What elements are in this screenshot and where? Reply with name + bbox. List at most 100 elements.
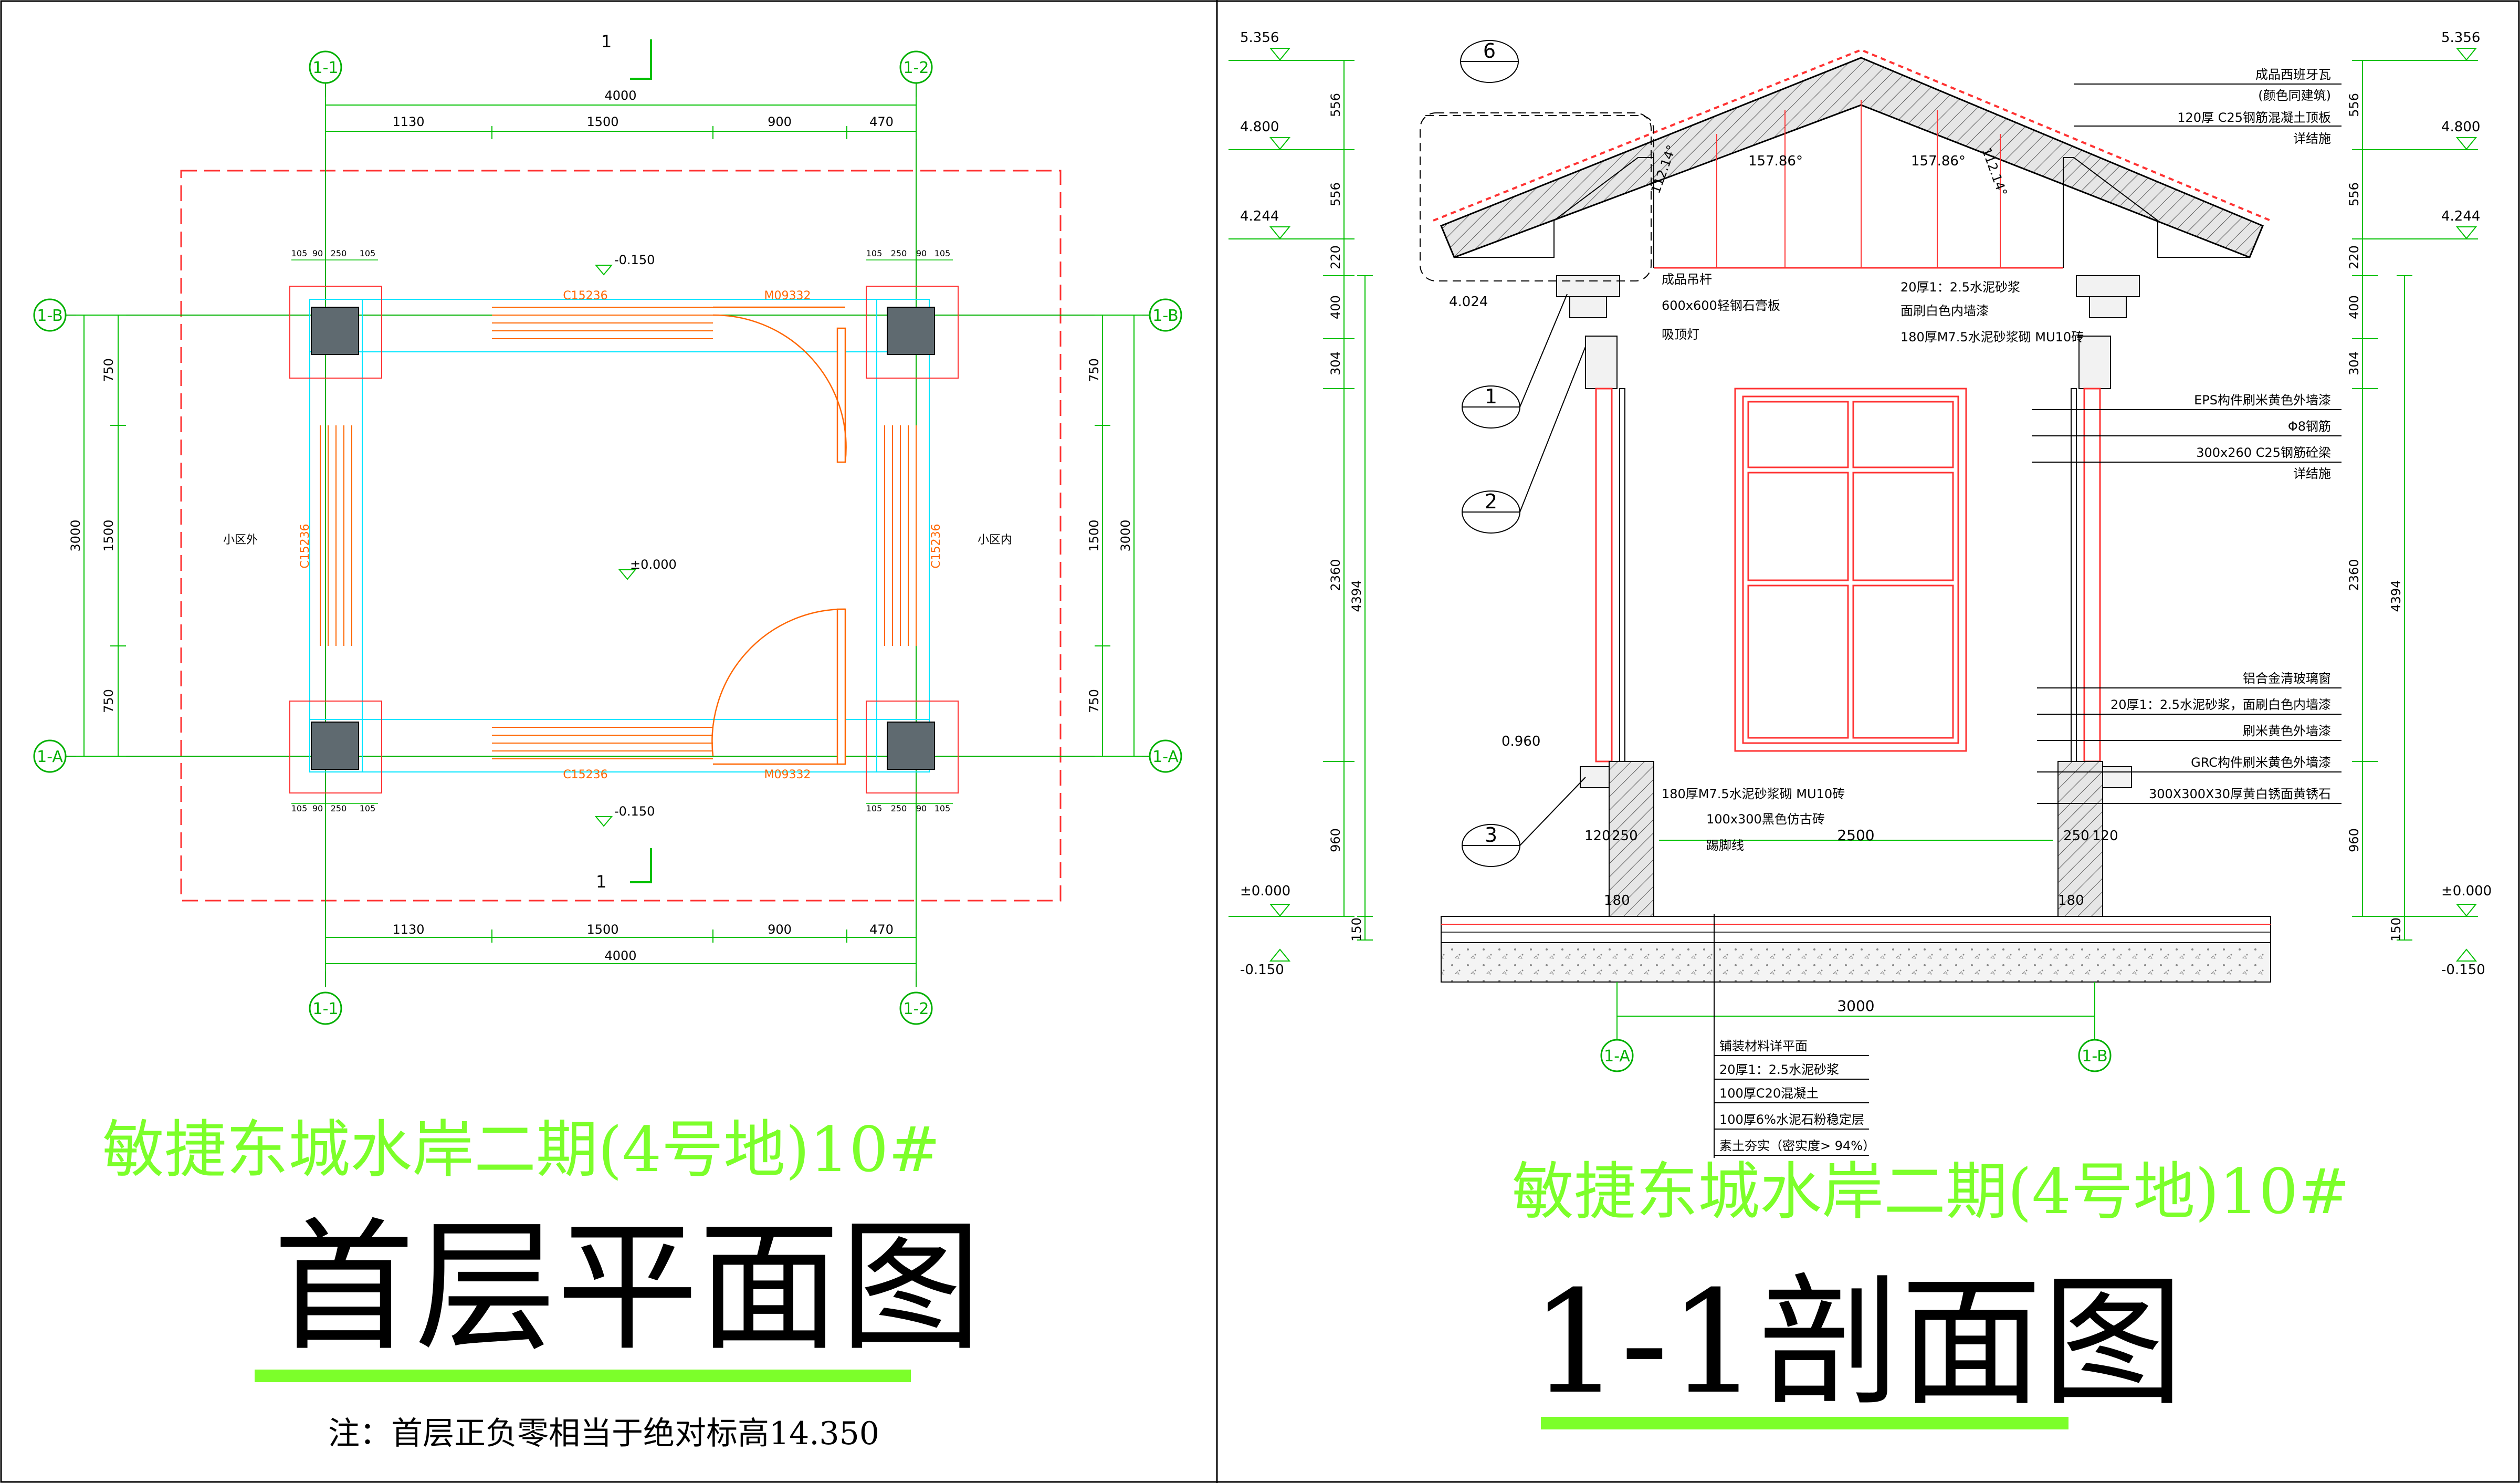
note-line: 300X300X30厚黄白锈面黄锈石 bbox=[2149, 787, 2331, 801]
window-label-top: C15236 bbox=[563, 289, 607, 302]
axis-label: 1-1 bbox=[313, 59, 339, 77]
dim-seg: 1130 bbox=[392, 114, 424, 129]
callout-6: 6 bbox=[1420, 39, 1654, 281]
plan-axis-lines bbox=[66, 79, 1152, 987]
dim-seg: 2360 bbox=[1328, 559, 1343, 591]
sill-left bbox=[1580, 766, 1610, 788]
right-level-triangles bbox=[2455, 48, 2477, 962]
column-outline bbox=[289, 286, 382, 379]
section-walls bbox=[1580, 388, 2132, 972]
dim-seg: 220 bbox=[1328, 245, 1343, 269]
dim-seg: 556 bbox=[1328, 93, 1343, 117]
section-view: 5.356 4.800 4.244 ±0.000 -0.150 5.356 4.… bbox=[1228, 30, 2492, 1429]
wall-dim: 250 bbox=[1612, 828, 1638, 844]
level-text: -0.150 bbox=[1240, 962, 1284, 978]
note-line: 详结施 bbox=[2293, 466, 2331, 481]
column-dim: 105 bbox=[934, 248, 951, 258]
dim-total-right: 3000 bbox=[1118, 519, 1133, 551]
column-dim: 105 bbox=[866, 248, 883, 258]
wall-right-upper bbox=[2083, 388, 2101, 763]
title-underline bbox=[255, 1370, 911, 1382]
plan-note: 注：首层正负零相当于绝对标高14.350 bbox=[328, 1415, 879, 1452]
dim-seg: 1500 bbox=[101, 519, 116, 551]
column-dim: 105 bbox=[866, 803, 883, 813]
axis-bubble-1-A-left: 1-A bbox=[33, 739, 67, 773]
column-dim: 105 bbox=[360, 803, 376, 813]
roof-angle: 157.86° bbox=[1748, 153, 1803, 169]
column bbox=[887, 307, 935, 355]
cornice bbox=[2076, 275, 2140, 297]
section-mark-top: 1 bbox=[601, 32, 652, 80]
roof-tiles bbox=[1433, 48, 2271, 222]
column-outline bbox=[866, 701, 959, 793]
axis-bubble-1-1-bottom: 1-1 bbox=[309, 991, 342, 1025]
window-label-bottom: C15236 bbox=[563, 768, 607, 781]
dim-chain-top bbox=[325, 97, 917, 139]
note-line: 120厚 C25钢筋混凝土顶板 bbox=[2177, 110, 2331, 125]
column-dim: 250 bbox=[331, 803, 347, 813]
axis-bubble-1-A-section: 1-A bbox=[1600, 1039, 1634, 1072]
title-underline bbox=[1541, 1417, 2068, 1429]
level-text: 5.356 bbox=[1240, 30, 1279, 46]
level-text: ±0.000 bbox=[630, 557, 677, 572]
level-sill: 0.960 bbox=[1502, 734, 1540, 749]
note-line: 铝合金清玻璃窗 bbox=[2243, 671, 2331, 686]
dim-seg: 4394 bbox=[1349, 580, 1364, 612]
dim-seg: 304 bbox=[1328, 351, 1343, 375]
dim-seg: 750 bbox=[101, 358, 116, 382]
dim-total-left: 3000 bbox=[68, 519, 83, 551]
door-label-bottom: M09332 bbox=[764, 768, 811, 781]
dim-seg: 556 bbox=[2347, 93, 2361, 117]
dim-chain-left bbox=[76, 315, 126, 757]
callout-label: 1 bbox=[1485, 385, 1497, 408]
note-line: 刷米黄色外墙漆 bbox=[2243, 724, 2331, 738]
rear-window bbox=[1734, 388, 1967, 752]
label-outside: 小区外 bbox=[223, 534, 258, 547]
note-line: 300x260 C25钢筋砼梁 bbox=[2196, 445, 2331, 460]
dim-seg: 750 bbox=[1087, 358, 1101, 382]
axis-label: 1-1 bbox=[313, 1000, 339, 1018]
column-dim: 250 bbox=[331, 248, 347, 258]
note-line: 成品吊杆 bbox=[1662, 272, 1712, 287]
dim-seg: 2360 bbox=[2347, 559, 2361, 591]
floor-notes: 铺装材料详平面 20厚1：2.5水泥砂浆 100厚C20混凝土 100厚6%水泥… bbox=[1714, 914, 1875, 1158]
drawing-title: 首层平面图 bbox=[273, 1205, 982, 1370]
dim-seg: 400 bbox=[1328, 295, 1343, 319]
level-marker-top: -0.150 bbox=[594, 253, 655, 276]
callout-2: 2 bbox=[1462, 346, 1586, 534]
callout-label: 6 bbox=[1483, 39, 1496, 62]
dim-seg: 556 bbox=[1328, 182, 1343, 206]
beam-right bbox=[2078, 336, 2111, 389]
note-line: EPS构件刷米黄色外墙漆 bbox=[2194, 393, 2331, 408]
axis-bubble-1-A-right: 1-A bbox=[1149, 739, 1182, 773]
dim-chain-bottom bbox=[325, 930, 917, 972]
section-mark-bottom: 1 bbox=[596, 848, 652, 892]
axis-label: 1-B bbox=[2082, 1047, 2107, 1066]
note-line: 180厚M7.5水泥砂浆砌 MU10砖 bbox=[1662, 787, 1845, 801]
roof: 157.86° 157.86° 112.14° 112.14° bbox=[1433, 48, 2271, 269]
floor-plan: 1-1 1-2 1-1 1-2 1-B 1-A 1-B 1-A bbox=[33, 32, 1182, 1452]
axis-label: 1-B bbox=[37, 307, 62, 325]
drawing-title: 1-1剖面图 bbox=[1530, 1260, 2184, 1425]
level-text: 4.244 bbox=[2441, 208, 2480, 224]
note-line: (颜色同建筑) bbox=[2258, 88, 2331, 103]
note-line: 踢脚线 bbox=[1706, 838, 1744, 853]
right-notes: 成品西班牙瓦 (颜色同建筑) 120厚 C25钢筋混凝土顶板 详结施 EPS构件… bbox=[2110, 67, 2331, 801]
inner-width-dim: 2500 bbox=[1837, 827, 1874, 844]
note-line: 吸顶灯 bbox=[1662, 327, 1699, 342]
project-title: 敏捷东城水岸二期(4号地)10# bbox=[1512, 1155, 2350, 1228]
dim-seg: 400 bbox=[2347, 295, 2361, 319]
roof-slab bbox=[1440, 57, 2264, 258]
level-eave: 4.024 bbox=[1449, 294, 1488, 310]
dim-seg: 470 bbox=[869, 114, 894, 129]
column bbox=[311, 722, 359, 770]
column-dims: 105 90 250 105 105 250 90 105 105 90 250… bbox=[291, 248, 951, 813]
window-label-left: C15236 bbox=[299, 524, 312, 568]
callout-label: 3 bbox=[1485, 823, 1497, 847]
windows bbox=[320, 307, 917, 759]
ceiling-hangers bbox=[1716, 100, 2001, 268]
right-note-leaders bbox=[2032, 83, 2342, 804]
level-text: 5.356 bbox=[2441, 30, 2480, 46]
